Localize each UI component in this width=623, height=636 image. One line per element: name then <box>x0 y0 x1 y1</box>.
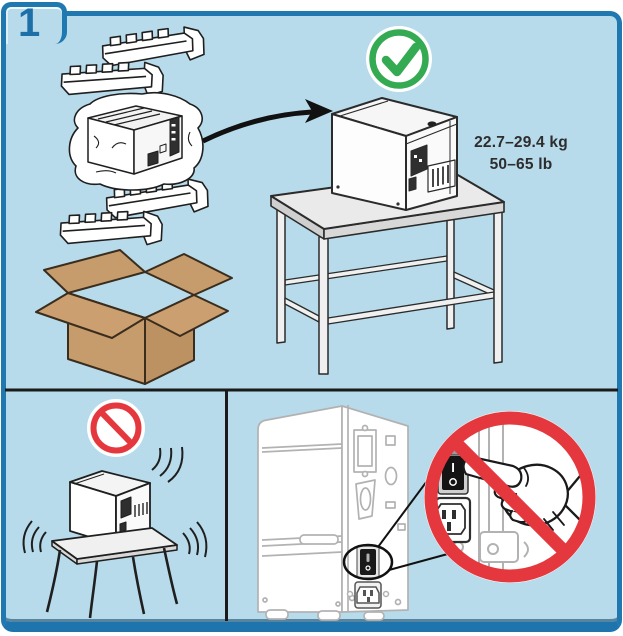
printer-rear-view: I <box>257 405 409 621</box>
prohibited-small-icon <box>87 399 145 457</box>
weight-imperial: 50–65 lb <box>489 156 553 174</box>
ac-power-inlet <box>346 581 390 609</box>
vibration-marks <box>22 446 208 558</box>
printer-on-table <box>331 97 458 211</box>
prohibited-power-scene: I <box>424 411 596 583</box>
unstable-table-scene <box>22 446 208 619</box>
unpack-arrow-icon <box>201 99 333 144</box>
power-switch: I <box>356 545 380 579</box>
printer-in-plastic-bag <box>68 91 204 191</box>
power-switch-on-label-magnified: I <box>451 460 455 475</box>
step-tab: 1 <box>1 1 67 45</box>
prohibited-large-icon <box>424 411 596 583</box>
weight-metric: 22.7–29.4 kg <box>474 134 568 151</box>
lower-foam-insert-left <box>59 206 164 250</box>
power-switch-on-label: I <box>367 553 370 563</box>
step-number: 1 <box>18 1 40 45</box>
weight-label: 22.7–29.4 kg 50–65 lb <box>448 132 594 177</box>
approved-check-icon <box>366 26 432 92</box>
top-foam-insert <box>101 25 206 67</box>
cardboard-box <box>35 249 233 385</box>
